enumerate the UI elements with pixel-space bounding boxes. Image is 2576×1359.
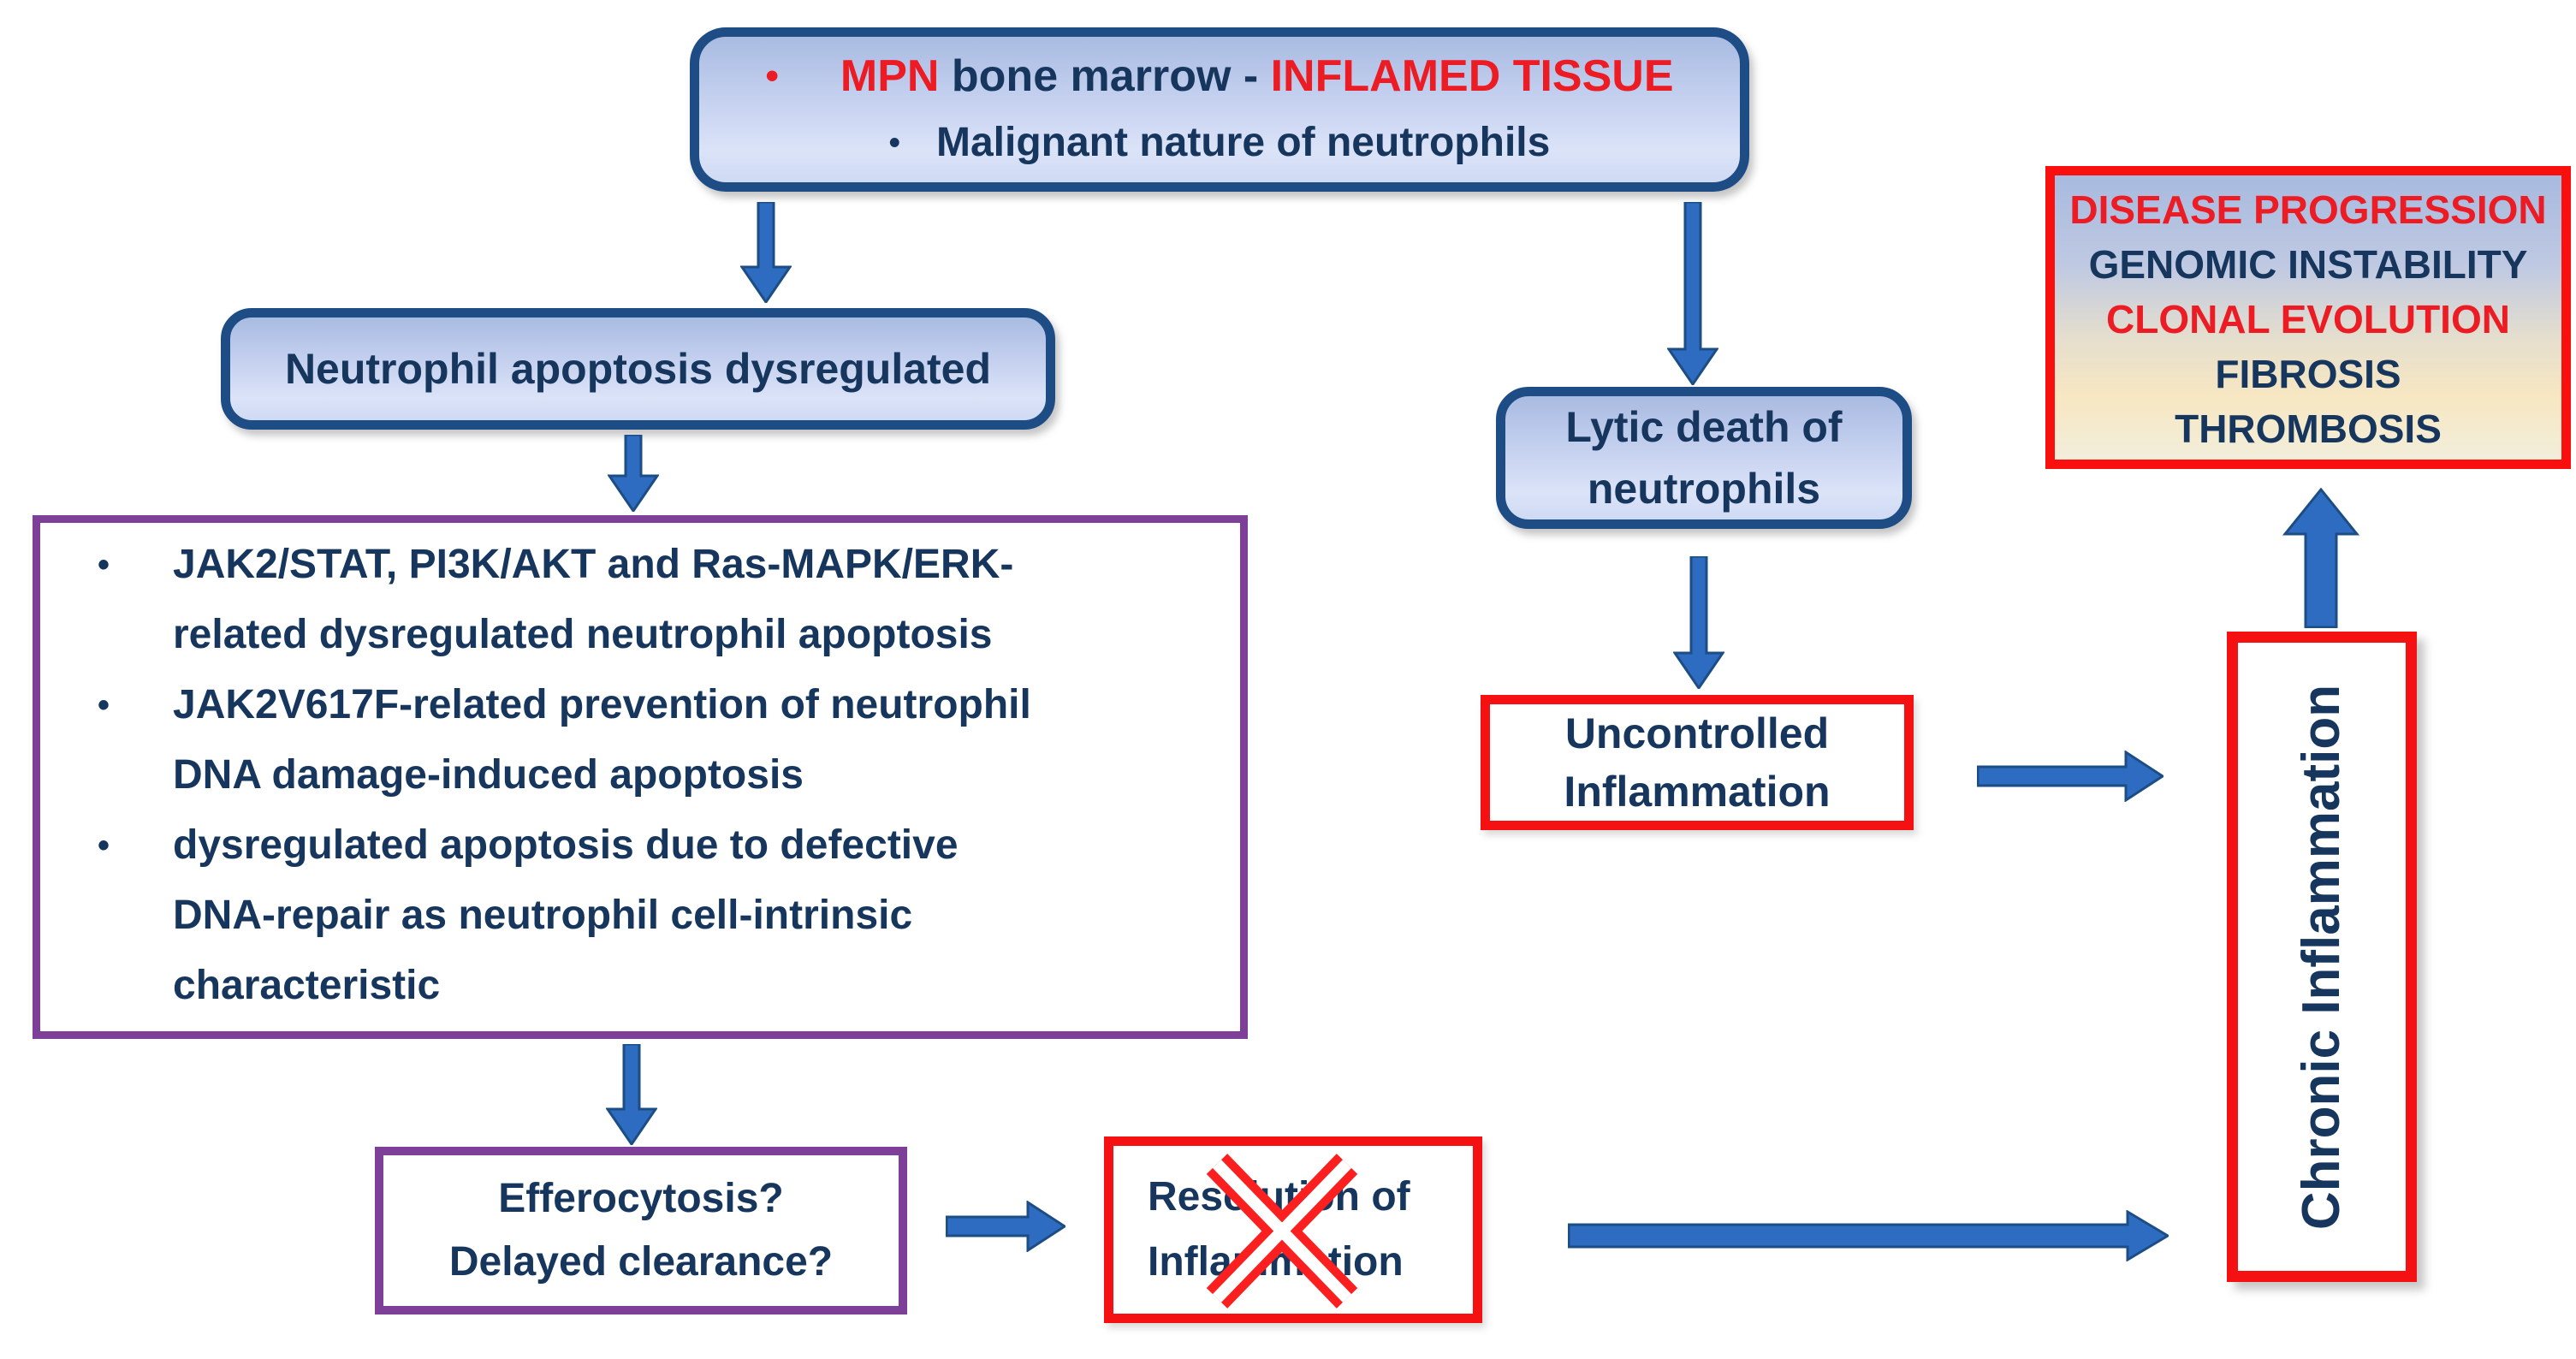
arrow-chronic-to-outcomes <box>2282 488 2359 628</box>
apoptosis-mechanisms-box: • JAK2/STAT, PI3K/AKT and Ras-MAPK/ERK- … <box>33 515 1248 1039</box>
mechanism-item: • JAK2V617F-related prevention of neutro… <box>87 670 1214 810</box>
mpn-box-line1-text: MPN bone marrow - INFLAMED TISSUE <box>840 43 1674 110</box>
mechanism-line: JAK2V617F-related prevention of neutroph… <box>173 682 1031 727</box>
mechanism-line: related dysregulated neutrophil apoptosi… <box>173 612 993 657</box>
mechanism-line: DNA-repair as neutrophil cell-intrinsic <box>173 893 913 938</box>
mpn-box-line1: • MPN bone marrow - INFLAMED TISSUE <box>765 43 1673 110</box>
resolution-of-inflammation-box: Resolution of Inflammation <box>1104 1136 1482 1323</box>
mechanism-line: dysregulated apoptosis due to defective <box>173 822 959 868</box>
mpn-bone-marrow-box: • MPN bone marrow - INFLAMED TISSUE • Ma… <box>690 27 1749 192</box>
inflamed-tissue-label: INFLAMED TISSUE <box>1270 51 1674 101</box>
malignant-nature-label: Malignant nature of neutrophils <box>935 120 1551 165</box>
outcome-fibrosis: FIBROSIS <box>2215 352 2401 396</box>
lytic-death-label-line1: Lytic death of <box>1565 403 1843 451</box>
disease-outcomes-box: DISEASE PROGRESSION GENOMIC INSTABILITY … <box>2045 166 2571 469</box>
uncontrolled-label-line2: Inflammation <box>1564 768 1831 816</box>
mechanism-line: DNA damage-induced apoptosis <box>173 752 804 798</box>
bone-marrow-label: bone marrow - <box>939 51 1271 101</box>
arrow-lytic-to-uncontrolled <box>1673 556 1724 689</box>
outcome-genomic-instability: GENOMIC INSTABILITY <box>2088 242 2528 287</box>
mechanism-line: characteristic <box>173 963 441 1008</box>
bullet-icon: • <box>98 827 110 864</box>
arrow-mpn-to-lytic <box>1667 202 1718 385</box>
lytic-death-label-line2: neutrophils <box>1587 465 1821 513</box>
bullet-icon: • <box>98 546 110 584</box>
outcome-clonal-evolution: CLONAL EVOLUTION <box>2106 297 2510 341</box>
mpn-box-line2: • Malignant nature of neutrophils <box>889 110 1551 176</box>
delayed-clearance-label: Delayed clearance? <box>448 1239 834 1285</box>
mechanism-item: • dysregulated apoptosis due to defectiv… <box>87 810 1214 1021</box>
bullet-icon: • <box>765 55 779 97</box>
mpn-label: MPN <box>840 51 940 101</box>
uncontrolled-label-line1: Uncontrolled <box>1564 709 1830 757</box>
chronic-inflammation-label: Chronic Inflammation <box>2292 684 2352 1230</box>
mechanism-item: • JAK2/STAT, PI3K/AKT and Ras-MAPK/ERK- … <box>87 530 1214 670</box>
bullet-icon: • <box>888 125 900 161</box>
crossed-out-x-icon <box>1206 1154 1358 1309</box>
bullet-icon: • <box>98 686 110 724</box>
mechanism-item-text: JAK2V617F-related prevention of neutroph… <box>173 670 1214 810</box>
mechanism-item-text: JAK2/STAT, PI3K/AKT and Ras-MAPK/ERK- re… <box>173 530 1214 670</box>
arrow-resolution-to-chronic <box>1568 1210 2169 1261</box>
arrow-uncontrolled-to-chronic <box>1977 751 2163 802</box>
arrow-mpn-to-apoptosis <box>740 202 792 303</box>
arrow-efferocytosis-to-resolution <box>946 1201 1065 1252</box>
mechanism-line: JAK2/STAT, PI3K/AKT and Ras-MAPK/ERK- <box>173 542 1014 587</box>
outcome-disease-progression: DISEASE PROGRESSION <box>2069 187 2547 232</box>
efferocytosis-box: Efferocytosis? Delayed clearance? <box>375 1147 907 1314</box>
chronic-inflammation-box: Chronic Inflammation <box>2227 632 2417 1282</box>
arrow-apoptosis-to-mechanisms <box>608 435 659 512</box>
neutrophil-apoptosis-label: Neutrophil apoptosis dysregulated <box>284 345 992 393</box>
arrow-mechanisms-to-efferocytosis <box>606 1044 657 1145</box>
uncontrolled-inflammation-box: Uncontrolled Inflammation <box>1481 695 1914 830</box>
mechanism-item-text: dysregulated apoptosis due to defective … <box>173 810 1214 1021</box>
efferocytosis-label: Efferocytosis? <box>498 1176 784 1221</box>
lytic-death-box: Lytic death of neutrophils <box>1496 387 1912 529</box>
outcome-thrombosis: THROMBOSIS <box>2175 407 2442 451</box>
neutrophil-apoptosis-box: Neutrophil apoptosis dysregulated <box>221 308 1055 430</box>
